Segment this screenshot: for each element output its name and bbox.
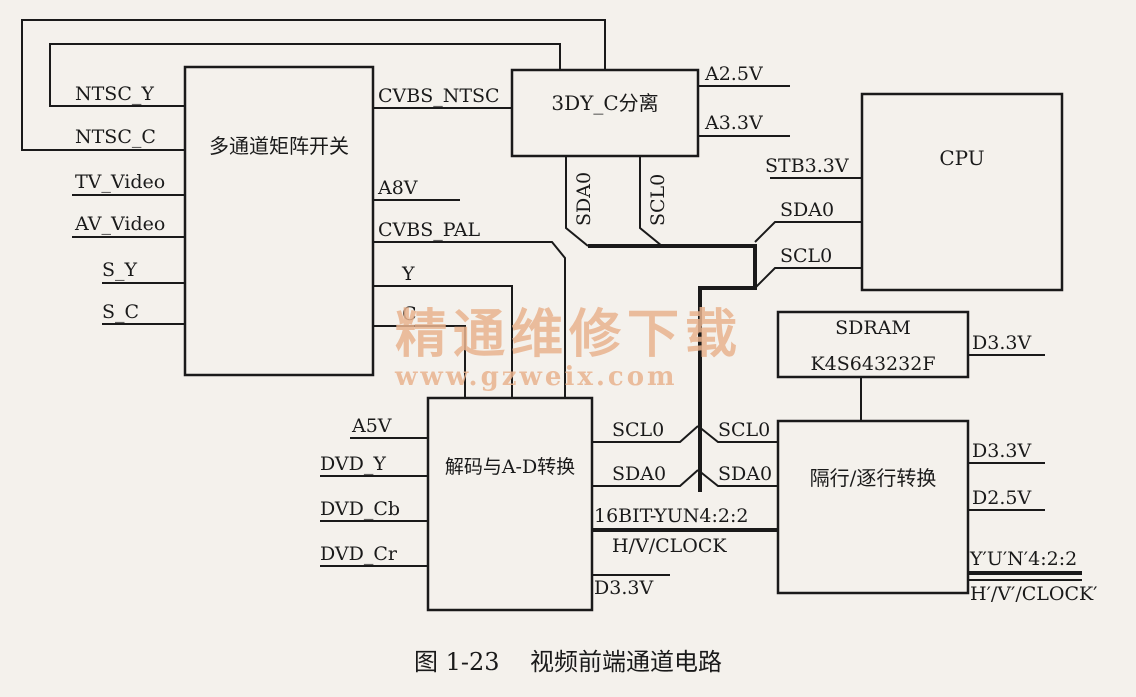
yuv-out-label: Y′U′N′4:2:2 xyxy=(969,548,1077,570)
a5v-label: A5V xyxy=(351,415,392,437)
watermark-text: 精通维修下载 xyxy=(395,304,743,365)
buses xyxy=(588,244,1082,575)
hvclock-label: H/V/CLOCK xyxy=(612,535,727,557)
cpu-block xyxy=(860,92,1064,292)
yc-separation-block xyxy=(510,68,700,158)
sda0-vertical-label: SDA0 xyxy=(573,172,595,226)
s-c-label: S_C xyxy=(102,301,139,323)
wires xyxy=(21,19,1082,581)
sdram-d33v-label: D3.3V xyxy=(972,332,1031,354)
watermark-url: www.gzweix.com xyxy=(394,362,678,392)
dvd-cb-label: DVD_Cb xyxy=(320,498,400,520)
deinterlace-label: 隔行/逐行转换 xyxy=(810,466,937,490)
a8v-label: A8V xyxy=(377,177,418,199)
decoder-block xyxy=(426,396,594,612)
cvbs-pal-label: CVBS_PAL xyxy=(378,219,480,241)
figure-caption: 图 1-23 视频前端通道电路 xyxy=(414,648,722,676)
yc-separation-label: 3DY_C分离 xyxy=(551,91,658,115)
cvbs-ntsc-label: CVBS_NTSC xyxy=(378,85,500,107)
deint-sda0-label: SDA0 xyxy=(718,463,772,485)
deint-scl0-label: SCL0 xyxy=(718,419,770,441)
ntsc-y-label: NTSC_Y xyxy=(75,83,154,105)
sdram-label: SDRAM xyxy=(835,317,911,339)
cpu-label: CPU xyxy=(939,146,984,170)
deinterlace-block xyxy=(776,419,970,595)
cpu-scl0-label: SCL0 xyxy=(780,245,832,267)
s-y-label: S_Y xyxy=(102,259,138,281)
decoder-sda0-label: SDA0 xyxy=(612,463,666,485)
dvd-y-label: DVD_Y xyxy=(320,453,386,475)
decoder-d33v-label: D3.3V xyxy=(594,577,653,599)
deint-d25v-label: D2.5V xyxy=(972,487,1031,509)
tv-video-label: TV_Video xyxy=(75,171,165,193)
av-video-label: AV_Video xyxy=(74,213,165,235)
signal-labels: NTSC_Y NTSC_C TV_Video AV_Video S_Y S_C … xyxy=(74,63,1098,605)
y-label: Y xyxy=(401,263,415,285)
sdram-part-label: K4S643232F xyxy=(810,353,935,375)
c-label: C xyxy=(402,303,417,325)
a33v-label: A3.3V xyxy=(704,112,763,134)
deint-d33v-label: D3.3V xyxy=(972,440,1031,462)
decoder-label: 解码与A-D转换 xyxy=(445,456,575,478)
ntsc-c-label: NTSC_C xyxy=(75,126,156,148)
scl0-vertical-label: SCL0 xyxy=(647,174,669,226)
matrix-switch-label: 多通道矩阵开关 xyxy=(209,134,349,158)
decoder-scl0-label: SCL0 xyxy=(612,419,664,441)
bus16-label: 16BIT-YUN4:2:2 xyxy=(594,505,748,527)
stb33v-label: STB3.3V xyxy=(765,155,849,177)
matrix-switch-block xyxy=(183,65,375,377)
dvd-cr-label: DVD_Cr xyxy=(320,543,398,565)
a25v-label: A2.5V xyxy=(704,63,763,85)
hvclock-out-label: H′/V′/CLOCK′ xyxy=(970,583,1098,605)
sdram-block xyxy=(776,310,970,379)
cpu-sda0-label: SDA0 xyxy=(780,199,834,221)
